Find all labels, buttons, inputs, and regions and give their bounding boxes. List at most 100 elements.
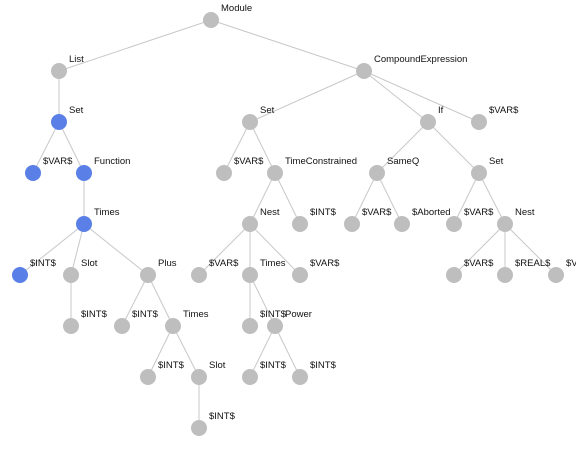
node-label: $VAR$ xyxy=(464,207,494,218)
node-label: SameQ xyxy=(387,156,419,167)
tree-edges xyxy=(19,19,557,428)
tree-node-set: Set xyxy=(471,156,504,181)
node-circle xyxy=(140,267,156,283)
tree-edge xyxy=(478,172,506,225)
tree-node-list: List xyxy=(51,54,84,79)
tree-node-int: $INT$ xyxy=(12,258,57,283)
tree-node-set: Set xyxy=(51,105,84,130)
node-circle xyxy=(242,318,258,334)
node-label: Times xyxy=(260,258,286,269)
tree-node-same-q: SameQ xyxy=(369,156,419,181)
node-circle xyxy=(165,318,181,334)
node-label: $INT$ xyxy=(310,360,337,371)
node-circle xyxy=(242,114,258,130)
tree-node-plus: Plus xyxy=(140,258,177,283)
tree-edge xyxy=(249,274,276,327)
tree-edge xyxy=(223,121,251,174)
tree-node-int: $INT$ xyxy=(63,309,108,334)
tree-edge xyxy=(70,223,85,276)
tree-edge xyxy=(363,70,429,123)
tree-node-int: $INT$ xyxy=(292,360,337,385)
tree-edge xyxy=(274,325,301,378)
node-label: Times xyxy=(94,207,120,218)
node-label: $VAR$ xyxy=(566,258,576,269)
tree-node-int: $INT$ xyxy=(140,360,185,385)
node-circle xyxy=(497,216,513,232)
node-label: Slot xyxy=(81,258,98,269)
node-circle xyxy=(369,165,385,181)
tree-node-var: $VAR$ xyxy=(344,207,392,232)
node-circle xyxy=(51,63,67,79)
node-label: $INT$ xyxy=(260,360,287,371)
node-label: If xyxy=(438,105,444,116)
node-circle xyxy=(292,216,308,232)
node-label: Power xyxy=(285,309,312,320)
tree-edge xyxy=(453,172,480,225)
node-label: $VAR$ xyxy=(464,258,494,269)
node-circle xyxy=(140,369,156,385)
node-label: Module xyxy=(221,3,252,14)
tree-edge xyxy=(249,223,301,276)
tree-node-power: Power xyxy=(267,309,312,334)
node-circle xyxy=(420,114,436,130)
node-circle xyxy=(394,216,410,232)
node-circle xyxy=(292,369,308,385)
tree-edge xyxy=(83,223,149,276)
tree-node-int: $INT$ xyxy=(242,309,287,334)
node-circle xyxy=(471,165,487,181)
tree-node-int: $INT$ xyxy=(114,309,159,334)
node-label: Function xyxy=(94,156,130,167)
tree-edge xyxy=(58,19,212,72)
tree-node-var: $VAR$ xyxy=(25,156,73,181)
node-label: $INT$ xyxy=(30,258,57,269)
node-label: $VAR$ xyxy=(362,207,392,218)
tree-node-var: $VAR$ xyxy=(446,258,494,283)
node-circle xyxy=(63,267,79,283)
tree-edge xyxy=(147,274,174,327)
node-circle xyxy=(548,267,564,283)
node-label: Nest xyxy=(515,207,535,218)
node-label: $INT$ xyxy=(260,309,287,320)
tree-node-var: $VAR$ xyxy=(548,258,576,283)
node-circle xyxy=(356,63,372,79)
node-circle xyxy=(114,318,130,334)
tree-node-module: Module xyxy=(203,3,252,28)
tree-node-compound-expression: CompoundExpression xyxy=(356,54,467,79)
tree-node-nest: Nest xyxy=(497,207,535,232)
tree-node-times: Times xyxy=(242,258,286,283)
tree-node-int: $INT$ xyxy=(191,411,236,436)
node-circle xyxy=(191,420,207,436)
node-circle xyxy=(76,165,92,181)
node-label: Plus xyxy=(158,258,177,269)
node-label: $INT$ xyxy=(132,309,159,320)
node-circle xyxy=(446,216,462,232)
tree-edge xyxy=(249,70,365,123)
tree-edge xyxy=(351,172,378,225)
node-circle xyxy=(12,267,28,283)
node-circle xyxy=(63,318,79,334)
tree-node-var: $VAR$ xyxy=(216,156,264,181)
node-label: Slot xyxy=(209,360,226,371)
tree-edge xyxy=(147,325,174,378)
node-circle xyxy=(242,369,258,385)
tree-node-slot: Slot xyxy=(191,360,226,385)
node-label: Times xyxy=(183,309,209,320)
node-circle xyxy=(191,369,207,385)
node-label: $INT$ xyxy=(158,360,185,371)
node-label: Nest xyxy=(260,207,280,218)
tree-edge xyxy=(198,223,251,276)
tree-edge xyxy=(427,121,480,174)
tree-edge xyxy=(376,121,429,174)
node-label: $Aborted xyxy=(412,207,451,218)
node-label: $INT$ xyxy=(81,309,108,320)
tree-edge xyxy=(249,172,276,225)
node-label: $VAR$ xyxy=(209,258,239,269)
tree-node-var: $VAR$ xyxy=(292,258,340,283)
node-label: $VAR$ xyxy=(310,258,340,269)
tree-node-time-constrained: TimeConstrained xyxy=(267,156,357,181)
node-circle xyxy=(292,267,308,283)
node-circle xyxy=(471,114,487,130)
node-circle xyxy=(497,267,513,283)
